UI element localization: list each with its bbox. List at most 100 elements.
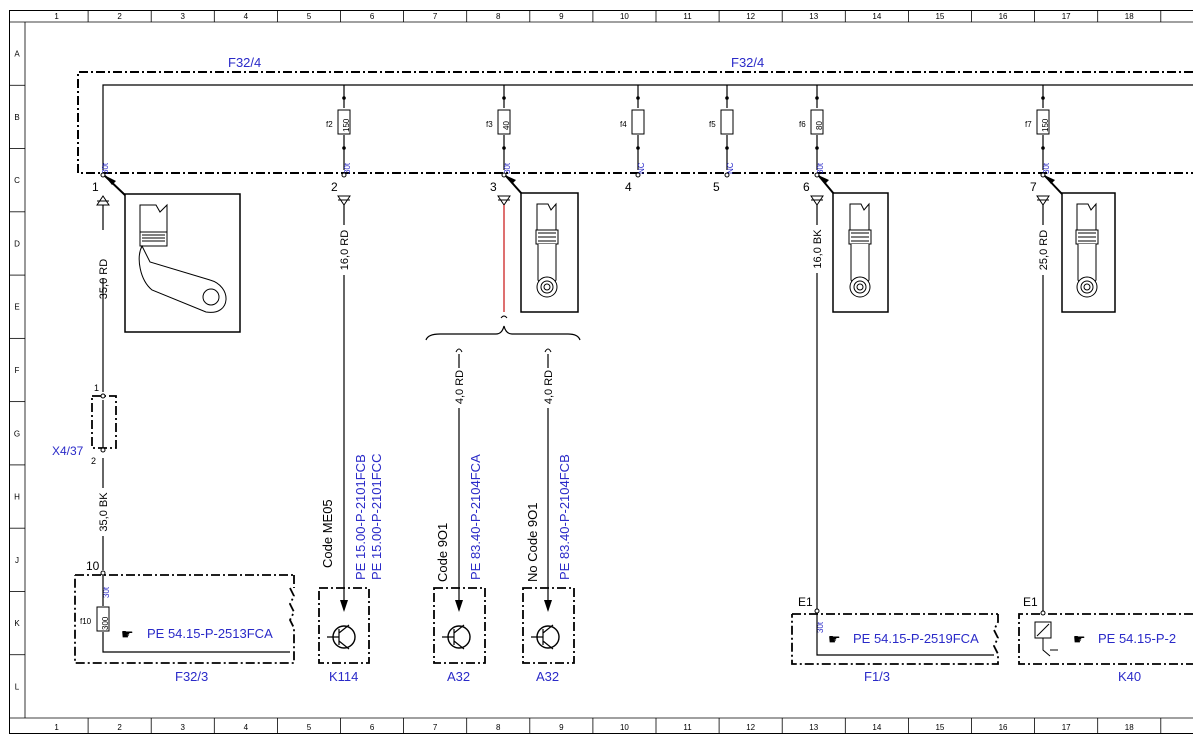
column-number: 3 <box>181 12 186 21</box>
column-number: 16 <box>999 723 1008 732</box>
border-frame <box>9 10 1193 734</box>
ref-link[interactable]: PE 54.15-P-2519FCA <box>853 631 979 646</box>
pointing-hand-icon: ☛ <box>1073 631 1086 647</box>
wire-label: 35,0 BK <box>98 492 110 532</box>
ref-link[interactable]: PE 15.00-P-2101FCC <box>369 454 384 580</box>
ref-link[interactable]: PE 54.15-P-2513FCA <box>147 626 273 641</box>
row-letter: E <box>14 303 19 312</box>
pin-label: 3 <box>490 180 497 194</box>
pin-label: 2 <box>331 180 338 194</box>
wire-label: 16,0 BK <box>812 229 824 269</box>
component-label: A32 <box>536 669 559 684</box>
row-letter: L <box>15 682 20 691</box>
column-number: 6 <box>370 12 375 21</box>
component-k114: Code ME05 PE 15.00-P-2101FCB PE 15.00-P-… <box>318 454 384 684</box>
row-letter: A <box>14 50 20 59</box>
fuse-rating: 150 <box>342 118 351 132</box>
column-number: 1 <box>54 723 59 732</box>
row-letter: F <box>15 366 20 375</box>
fuse-name: f5 <box>709 120 716 129</box>
column-number: 14 <box>872 723 881 732</box>
component-label: K40 <box>1118 669 1141 684</box>
column-number: 5 <box>307 723 312 732</box>
connector-x4-37: 1 2 X4/37 <box>52 383 117 466</box>
wire-7: 25,0 RD <box>1034 195 1052 612</box>
wire-1: 35,0 RD 35,0 BK <box>94 195 112 570</box>
ref-link[interactable]: PE 54.15-P-2 <box>1098 631 1176 646</box>
component-label: F32/3 <box>175 669 208 684</box>
fuse-box-f32-3: 10 30t f10 300 ☛ PE 54.15-P-2513FCA F32/… <box>74 559 296 684</box>
pin-label: 6 <box>803 180 810 194</box>
row-letter: C <box>14 176 20 185</box>
column-number: 17 <box>1062 12 1071 21</box>
fuse-name: f3 <box>486 120 493 129</box>
column-number: 6 <box>370 723 375 732</box>
component-a32-2: No Code 9O1 PE 83.40-P-2104FCB A32 <box>522 454 575 684</box>
row-letter: D <box>14 239 20 248</box>
row-letter: K <box>14 619 20 628</box>
wire-3: 4,0 RD 4,0 RD <box>425 195 581 612</box>
column-number: 15 <box>935 12 944 21</box>
pin-label: E1 <box>1023 595 1038 609</box>
terminal-label: 30t <box>816 621 825 633</box>
wire-label: 4,0 RD <box>543 370 555 404</box>
fuse-f5: f5 NC 5 <box>709 85 735 194</box>
terminal-label: 30t <box>816 162 825 174</box>
component-f1-3: E1 30t ☛ PE 54.15-P-2519FCA F1/3 <box>791 595 1000 684</box>
column-number: 10 <box>620 12 629 21</box>
fuse-name: f4 <box>620 120 627 129</box>
ref-link[interactable]: PE 83.40-P-2104FCB <box>557 454 572 580</box>
column-number: 3 <box>181 723 186 732</box>
pin-label: E1 <box>798 595 813 609</box>
connector-label: X4/37 <box>52 444 84 458</box>
fuse-f3: f3 40 30t 3 <box>486 85 512 194</box>
column-ruler: 1122334455667788991010111112121313141415… <box>54 10 1162 733</box>
bolt-terminal-image-6 <box>818 175 889 313</box>
row-letter: J <box>15 556 19 565</box>
terminal-label: 30t <box>503 162 512 174</box>
column-number: 17 <box>1062 723 1071 732</box>
busbar <box>102 84 1193 170</box>
fuse-box-f32-4-boundary <box>77 71 1193 174</box>
row-letter: H <box>14 493 20 502</box>
column-number: 2 <box>117 12 122 21</box>
pin-label: 5 <box>713 180 720 194</box>
pointing-hand-icon: ☛ <box>828 631 841 647</box>
wire-label: 25,0 RD <box>1038 230 1050 270</box>
column-number: 4 <box>244 12 249 21</box>
ref-link[interactable]: PE 83.40-P-2104FCA <box>468 454 483 580</box>
column-number: 16 <box>999 12 1008 21</box>
fuse-name: f7 <box>1025 120 1032 129</box>
terminal-label: 30t <box>101 162 110 174</box>
wire-2: 16,0 RD <box>335 195 353 612</box>
column-number: 9 <box>559 723 564 732</box>
wire-6: 16,0 BK <box>808 195 826 610</box>
fuse-box-label-right: F32/4 <box>731 55 764 70</box>
fuse-rating: 80 <box>815 121 824 130</box>
fuse-f4: f4 NC 4 <box>620 85 646 194</box>
terminal-label: NC <box>726 162 735 174</box>
ref-link[interactable]: PE 15.00-P-2101FCB <box>353 454 368 580</box>
component-label: A32 <box>447 669 470 684</box>
terminal-label: 30t <box>102 586 111 598</box>
component-label: K114 <box>329 669 358 684</box>
column-number: 5 <box>307 12 312 21</box>
column-number: 12 <box>746 12 755 21</box>
pin-dot <box>100 172 106 178</box>
column-number: 7 <box>433 723 438 732</box>
column-number: 13 <box>809 723 818 732</box>
column-number: 11 <box>683 723 692 732</box>
fuse-name: f10 <box>80 617 92 626</box>
column-number: 11 <box>683 12 692 21</box>
pin-label: 4 <box>625 180 632 194</box>
column-number: 4 <box>244 723 249 732</box>
column-number: 12 <box>746 723 755 732</box>
code-label: Code ME05 <box>320 499 335 568</box>
pin-label: 1 <box>92 180 99 194</box>
component-a32-1: Code 9O1 PE 83.40-P-2104FCA A32 <box>433 454 486 684</box>
code-label: No Code 9O1 <box>525 503 540 583</box>
column-number: 1 <box>54 12 59 21</box>
fuse-box-label-left: F32/4 <box>228 55 261 70</box>
fuse-rating: 40 <box>502 121 511 130</box>
